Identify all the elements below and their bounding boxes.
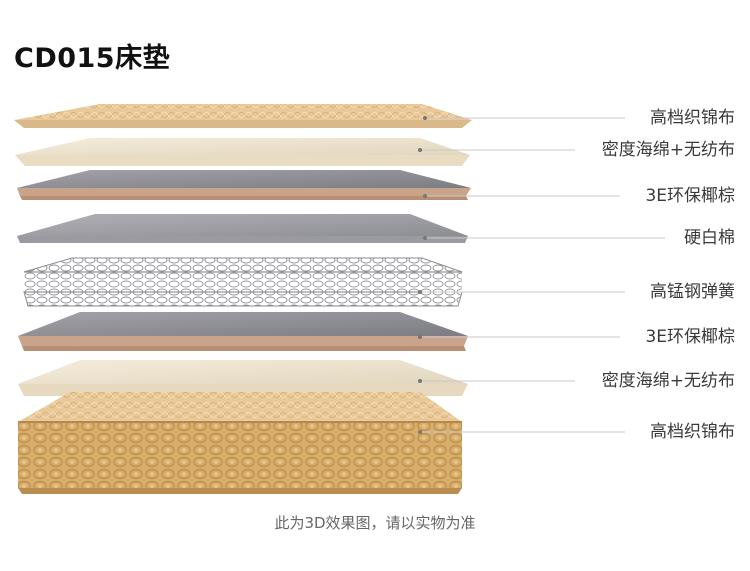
disclaimer-caption: 此为3D效果图，请以实物为准 [274, 514, 476, 532]
page-title: CD015床垫 [14, 43, 171, 74]
layer-foam-top [15, 138, 470, 166]
layer-label-hard-cotton: 硬白棉 [684, 228, 735, 248]
layer-top-fabric [14, 104, 472, 128]
layer-hard-cotton [17, 214, 468, 243]
layer-base-fabric [18, 392, 462, 494]
leader-lines [420, 117, 665, 433]
layer-label-springs: 高锰钢弹簧 [650, 282, 735, 302]
layer-foam-bottom [18, 360, 468, 396]
leader-dots [418, 116, 427, 434]
layer-springs [23, 257, 463, 307]
layer-coir-bottom [18, 312, 468, 351]
layer-label-top-fabric: 高档织锦布 [650, 108, 735, 128]
layer-label-coir-top: 3E环保椰棕 [645, 186, 735, 206]
layer-label-base-fabric: 高档织锦布 [650, 422, 735, 442]
layer-label-foam-top: 密度海绵+无纺布 [601, 140, 735, 160]
layer-coir-top [17, 170, 471, 200]
layer-label-foam-bottom: 密度海绵+无纺布 [601, 371, 735, 391]
layer-label-coir-bottom: 3E环保椰棕 [645, 327, 735, 347]
